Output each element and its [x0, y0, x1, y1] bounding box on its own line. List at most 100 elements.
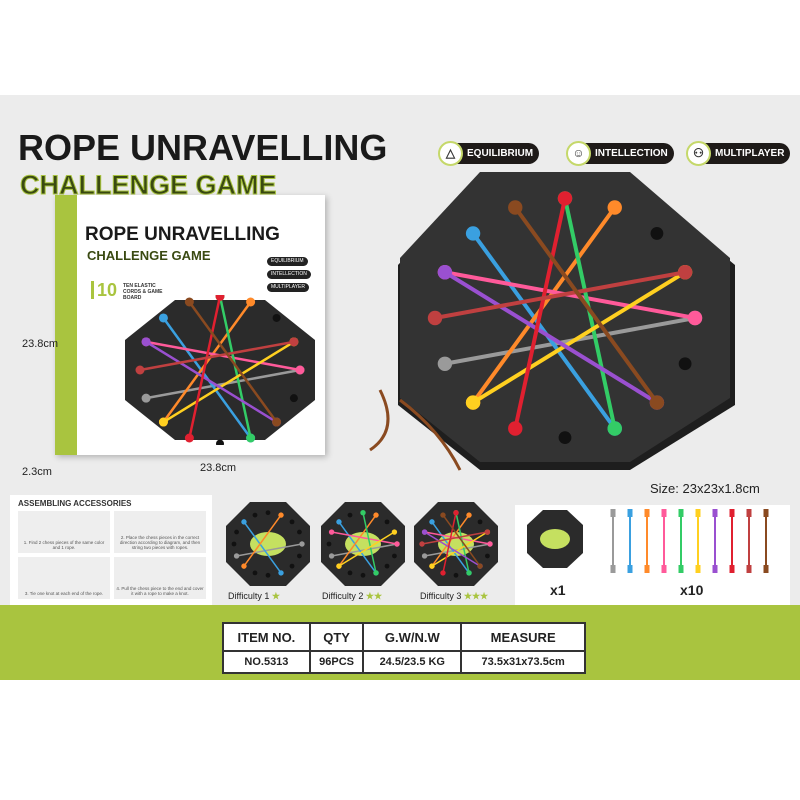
difficulty-1: Difficulty 1 ★	[228, 591, 280, 602]
rope-peg	[429, 563, 435, 569]
spec-table: ITEM NO. QTY G.W/N.W MEASURE NO.5313 96P…	[222, 622, 586, 674]
rope-peg	[440, 512, 446, 518]
rope-peg	[712, 509, 718, 517]
rope-peg	[610, 565, 616, 573]
rope-peg	[763, 509, 769, 517]
badge-label: EQUILIBRIUM	[467, 148, 534, 159]
board-hole	[289, 394, 298, 403]
rope-peg	[437, 356, 453, 371]
rope-peg	[661, 509, 667, 517]
rope-peg	[427, 310, 443, 326]
rope-peg	[429, 519, 435, 525]
rope-peg	[763, 565, 769, 573]
difficulty-label: Difficulty 1	[228, 591, 270, 601]
rope-peg	[373, 512, 379, 518]
rope-peg	[695, 565, 701, 573]
box-badge: EQUILIBRIUM	[267, 257, 308, 266]
badge-label: INTELLECTION	[595, 148, 668, 159]
rope-peg	[487, 541, 493, 547]
rope	[472, 270, 687, 405]
rope	[424, 531, 481, 567]
box-title1: ROPE UNRAVELLING	[85, 224, 280, 245]
rope-peg	[394, 541, 400, 547]
rope-peg	[233, 553, 240, 559]
rope-peg	[141, 337, 151, 347]
board-hole	[384, 519, 390, 525]
rope-peg	[328, 553, 335, 559]
difficulty-3: Difficulty 3 ★★★	[420, 591, 488, 602]
header-weight: G.W/N.W	[362, 622, 463, 652]
rope	[338, 521, 377, 574]
dimension-width: 23.8cm	[200, 462, 237, 474]
rope-peg	[746, 509, 752, 517]
rope-peg	[421, 529, 428, 535]
header-qty: QTY	[308, 622, 365, 652]
board-quantity: x1	[550, 582, 566, 598]
board-hole	[360, 572, 366, 578]
board-logo	[345, 532, 381, 556]
rope-peg	[484, 529, 491, 535]
board-hole	[272, 313, 281, 322]
board-logo	[250, 532, 286, 556]
rope	[145, 340, 278, 424]
rope-peg	[466, 570, 472, 576]
rope-peg	[141, 393, 151, 403]
board-hole	[265, 510, 271, 516]
board-hole	[289, 519, 295, 525]
board-logo	[438, 532, 474, 556]
step-2: 2. Place the chess pieces in the correct…	[114, 511, 206, 553]
rope	[513, 206, 659, 404]
step-text: 3. Tie one knot at each end of the rope.	[24, 591, 104, 596]
box-badge: MULTIPLAYER	[267, 283, 309, 292]
rope-peg	[184, 433, 194, 443]
rope-peg	[465, 395, 481, 410]
rope-peg	[246, 433, 256, 443]
board-hole	[234, 529, 239, 535]
rope-peg	[278, 512, 284, 518]
rope-peg	[440, 570, 446, 576]
rope	[188, 301, 278, 423]
rope-peg	[695, 509, 701, 517]
badge-equilibrium: △EQUILIBRIUM	[438, 141, 540, 166]
rope-peg	[360, 510, 366, 516]
rope	[442, 514, 481, 567]
board-hole	[347, 512, 353, 518]
rope-peg	[295, 365, 305, 375]
badge-label: MULTIPLAYER	[715, 148, 785, 159]
rope	[243, 521, 282, 574]
board-hole	[265, 572, 271, 578]
rope	[513, 197, 567, 429]
rope	[338, 531, 395, 567]
dimension-height: 23.8cm	[22, 338, 59, 350]
rope	[243, 514, 282, 567]
board-hole	[252, 512, 258, 518]
assembling-accessories-panel: ASSEMBLING ACCESSORIES 1. Find 2 chess p…	[10, 495, 212, 605]
rope-peg	[607, 421, 622, 436]
header-measure: MEASURE	[460, 622, 586, 652]
rope-peg	[373, 570, 379, 576]
brain-head-icon: ☺	[566, 141, 591, 166]
value-measure: 73.5x31x73.5cm	[460, 650, 586, 674]
rope	[162, 340, 295, 424]
board-hole	[297, 553, 302, 559]
rope-peg	[336, 563, 342, 569]
rope-peg	[649, 395, 665, 410]
rope-peg	[729, 509, 735, 517]
rope-peg	[215, 295, 225, 301]
box-title2: CHALLENGE GAME	[87, 248, 211, 263]
step-3: 3. Tie one knot at each end of the rope.	[18, 557, 110, 599]
value-qty: 96PCS	[308, 650, 365, 674]
step-text: 1. Find 2 chess pieces of the same color…	[23, 540, 105, 550]
box-ten-label: 10	[91, 281, 117, 299]
board-hole	[650, 227, 664, 240]
rope-peg	[677, 265, 693, 280]
rope-peg	[508, 200, 523, 215]
rope	[331, 531, 398, 545]
rope-quantity: x10	[680, 582, 704, 598]
rope	[431, 531, 488, 567]
rope	[188, 296, 222, 439]
rope	[338, 514, 377, 567]
star-icon: ★★	[365, 591, 383, 601]
difficulty-label: Difficulty 3	[420, 591, 462, 601]
rope-peg	[419, 541, 425, 547]
